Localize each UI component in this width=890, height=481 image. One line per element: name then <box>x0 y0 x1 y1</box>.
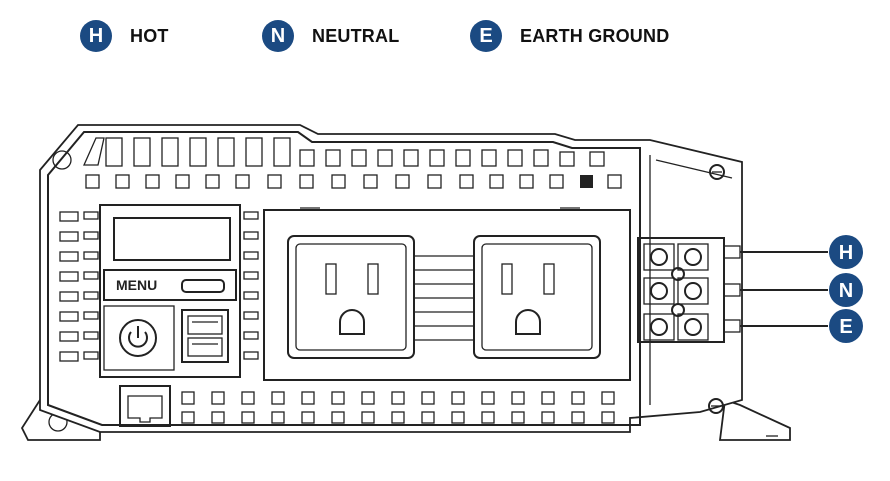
rj45-port-icon <box>127 395 163 423</box>
outlet-ribs <box>414 255 474 341</box>
right-foot <box>718 398 791 441</box>
terminal-block <box>637 237 741 343</box>
outlet-2-ground <box>515 309 541 335</box>
terminal-screw-n1 <box>650 282 668 300</box>
power-icon <box>128 331 148 348</box>
rj45-port[interactable] <box>119 385 171 427</box>
outlet-frame <box>263 209 631 381</box>
neutral-terminal-tag-label: N <box>839 280 853 302</box>
ground-screw-bottom <box>708 398 724 414</box>
bottom-vent-rows <box>181 391 615 424</box>
usb-port-block <box>181 309 229 363</box>
control-panel <box>99 204 241 378</box>
menu-button[interactable] <box>181 279 225 293</box>
ground-screw-top <box>709 164 725 180</box>
neutral-label: NEUTRAL <box>312 25 400 46</box>
power-button[interactable] <box>119 319 157 357</box>
lcd-display <box>113 217 231 261</box>
terminal-screw-e2 <box>684 318 702 336</box>
upper-vent-row <box>85 174 622 189</box>
hot-badge: H <box>80 20 112 52</box>
hot-terminal-tag <box>829 235 863 269</box>
terminal-screw-e1 <box>650 318 668 336</box>
terminal-screw-h2 <box>684 248 702 266</box>
legend-item-neutral: N NEUTRAL <box>262 18 399 54</box>
terminal-screw-n2 <box>684 282 702 300</box>
outlet-2-slot-left <box>501 263 513 295</box>
ac-outlet-2[interactable] <box>473 235 601 359</box>
menu-label: MENU <box>116 277 157 293</box>
inverter-body <box>39 124 743 433</box>
legend-item-earth-ground: E EARTH GROUND <box>470 18 669 54</box>
outlet-1-ground <box>339 309 365 335</box>
usb-port-1[interactable] <box>187 315 223 335</box>
neutral-badge: N <box>262 20 294 52</box>
wire-legend: H HOT N NEUTRAL E EARTH GROUND <box>0 18 890 58</box>
legend-item-hot: H HOT <box>80 18 169 54</box>
earth-ground-label: EARTH GROUND <box>520 25 670 46</box>
hot-label: HOT <box>130 25 169 46</box>
earth-ground-badge: E <box>470 20 502 52</box>
earth-terminal-tag <box>829 309 863 343</box>
outlet-2-slot-right <box>543 263 555 295</box>
top-fins <box>82 137 605 167</box>
terminal-screw-h1 <box>650 248 668 266</box>
ac-outlet-1[interactable] <box>287 235 415 359</box>
hot-terminal-tag-label: H <box>839 242 853 264</box>
outlet-1-slot-right <box>367 263 379 295</box>
menu-bar <box>103 269 237 301</box>
mid-vent-column <box>243 211 259 360</box>
earth-terminal-tag-label: E <box>839 316 852 338</box>
left-vent-column <box>59 211 99 362</box>
neutral-terminal-tag <box>829 273 863 307</box>
usb-port-2[interactable] <box>187 337 223 357</box>
outlet-1-slot-left <box>325 263 337 295</box>
